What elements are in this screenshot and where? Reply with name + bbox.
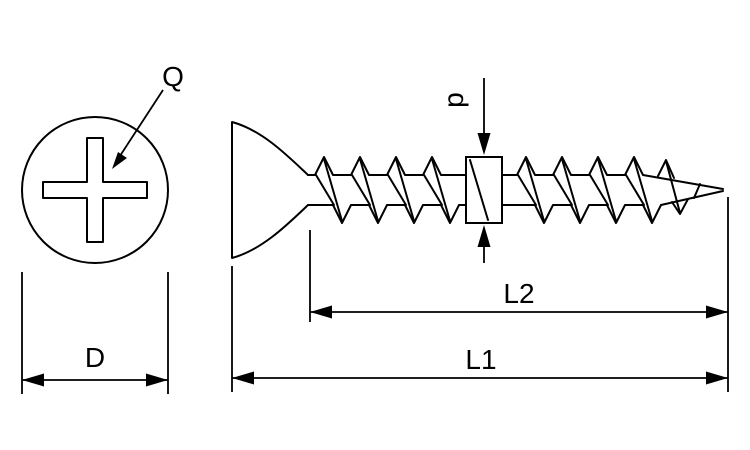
head-diameter-dimension: D xyxy=(21,272,169,394)
arrowhead-right xyxy=(706,371,728,385)
head-diameter-label: D xyxy=(85,342,105,373)
head-top-view: Q xyxy=(21,61,184,264)
arrowhead-right xyxy=(706,305,728,319)
thread-flank-line xyxy=(387,174,407,206)
measure-section-flank-line xyxy=(469,159,489,221)
tip-flank-line xyxy=(693,183,701,199)
screw-head-profile xyxy=(231,121,309,259)
thread-flank-line xyxy=(323,158,343,222)
thread-flank-line xyxy=(359,158,379,222)
thread-length-label: L2 xyxy=(503,278,534,309)
q-leader-arrowhead xyxy=(112,152,127,169)
thread-flank-line xyxy=(625,174,645,206)
thread-flank-line xyxy=(561,158,581,222)
arrowhead-right xyxy=(146,373,168,387)
screw-side-view xyxy=(231,121,724,259)
arrowhead-left xyxy=(232,371,254,385)
thread-flank-line xyxy=(589,174,609,206)
thread-flank-line xyxy=(351,174,371,206)
arrowhead-down xyxy=(477,133,491,155)
thread-diameter-label: d xyxy=(443,92,474,108)
tip-flank-line xyxy=(665,160,681,214)
thread-diameter-dimension: d xyxy=(443,78,491,263)
q-label: Q xyxy=(162,61,184,92)
thread-flank-lines xyxy=(315,158,653,222)
phillips-cross-recess xyxy=(42,137,148,243)
overall-length-label: L1 xyxy=(465,344,496,375)
thread-flank-line xyxy=(423,174,443,206)
thread-flank-line xyxy=(517,174,537,206)
tip-threads xyxy=(657,159,701,215)
thread-flank-line xyxy=(597,158,617,222)
tip-thread-spike-top xyxy=(657,159,675,179)
thread-length-dimension: L2 xyxy=(309,197,729,392)
arrowhead-left xyxy=(22,373,44,387)
overall-length-dimension: L1 xyxy=(231,266,728,392)
thread-flank-line xyxy=(553,174,573,206)
thread-flank-line xyxy=(525,158,545,222)
q-leader-line xyxy=(115,89,164,163)
head-outline-circle xyxy=(21,116,169,264)
thread-flank-line xyxy=(315,174,335,206)
arrowhead-left xyxy=(310,305,332,319)
thread-flank-line xyxy=(431,158,451,222)
thread-flank-line xyxy=(633,158,653,222)
arrowhead-up xyxy=(477,225,491,247)
thread-top-outline xyxy=(307,156,724,190)
thread-flank-line xyxy=(395,158,415,222)
